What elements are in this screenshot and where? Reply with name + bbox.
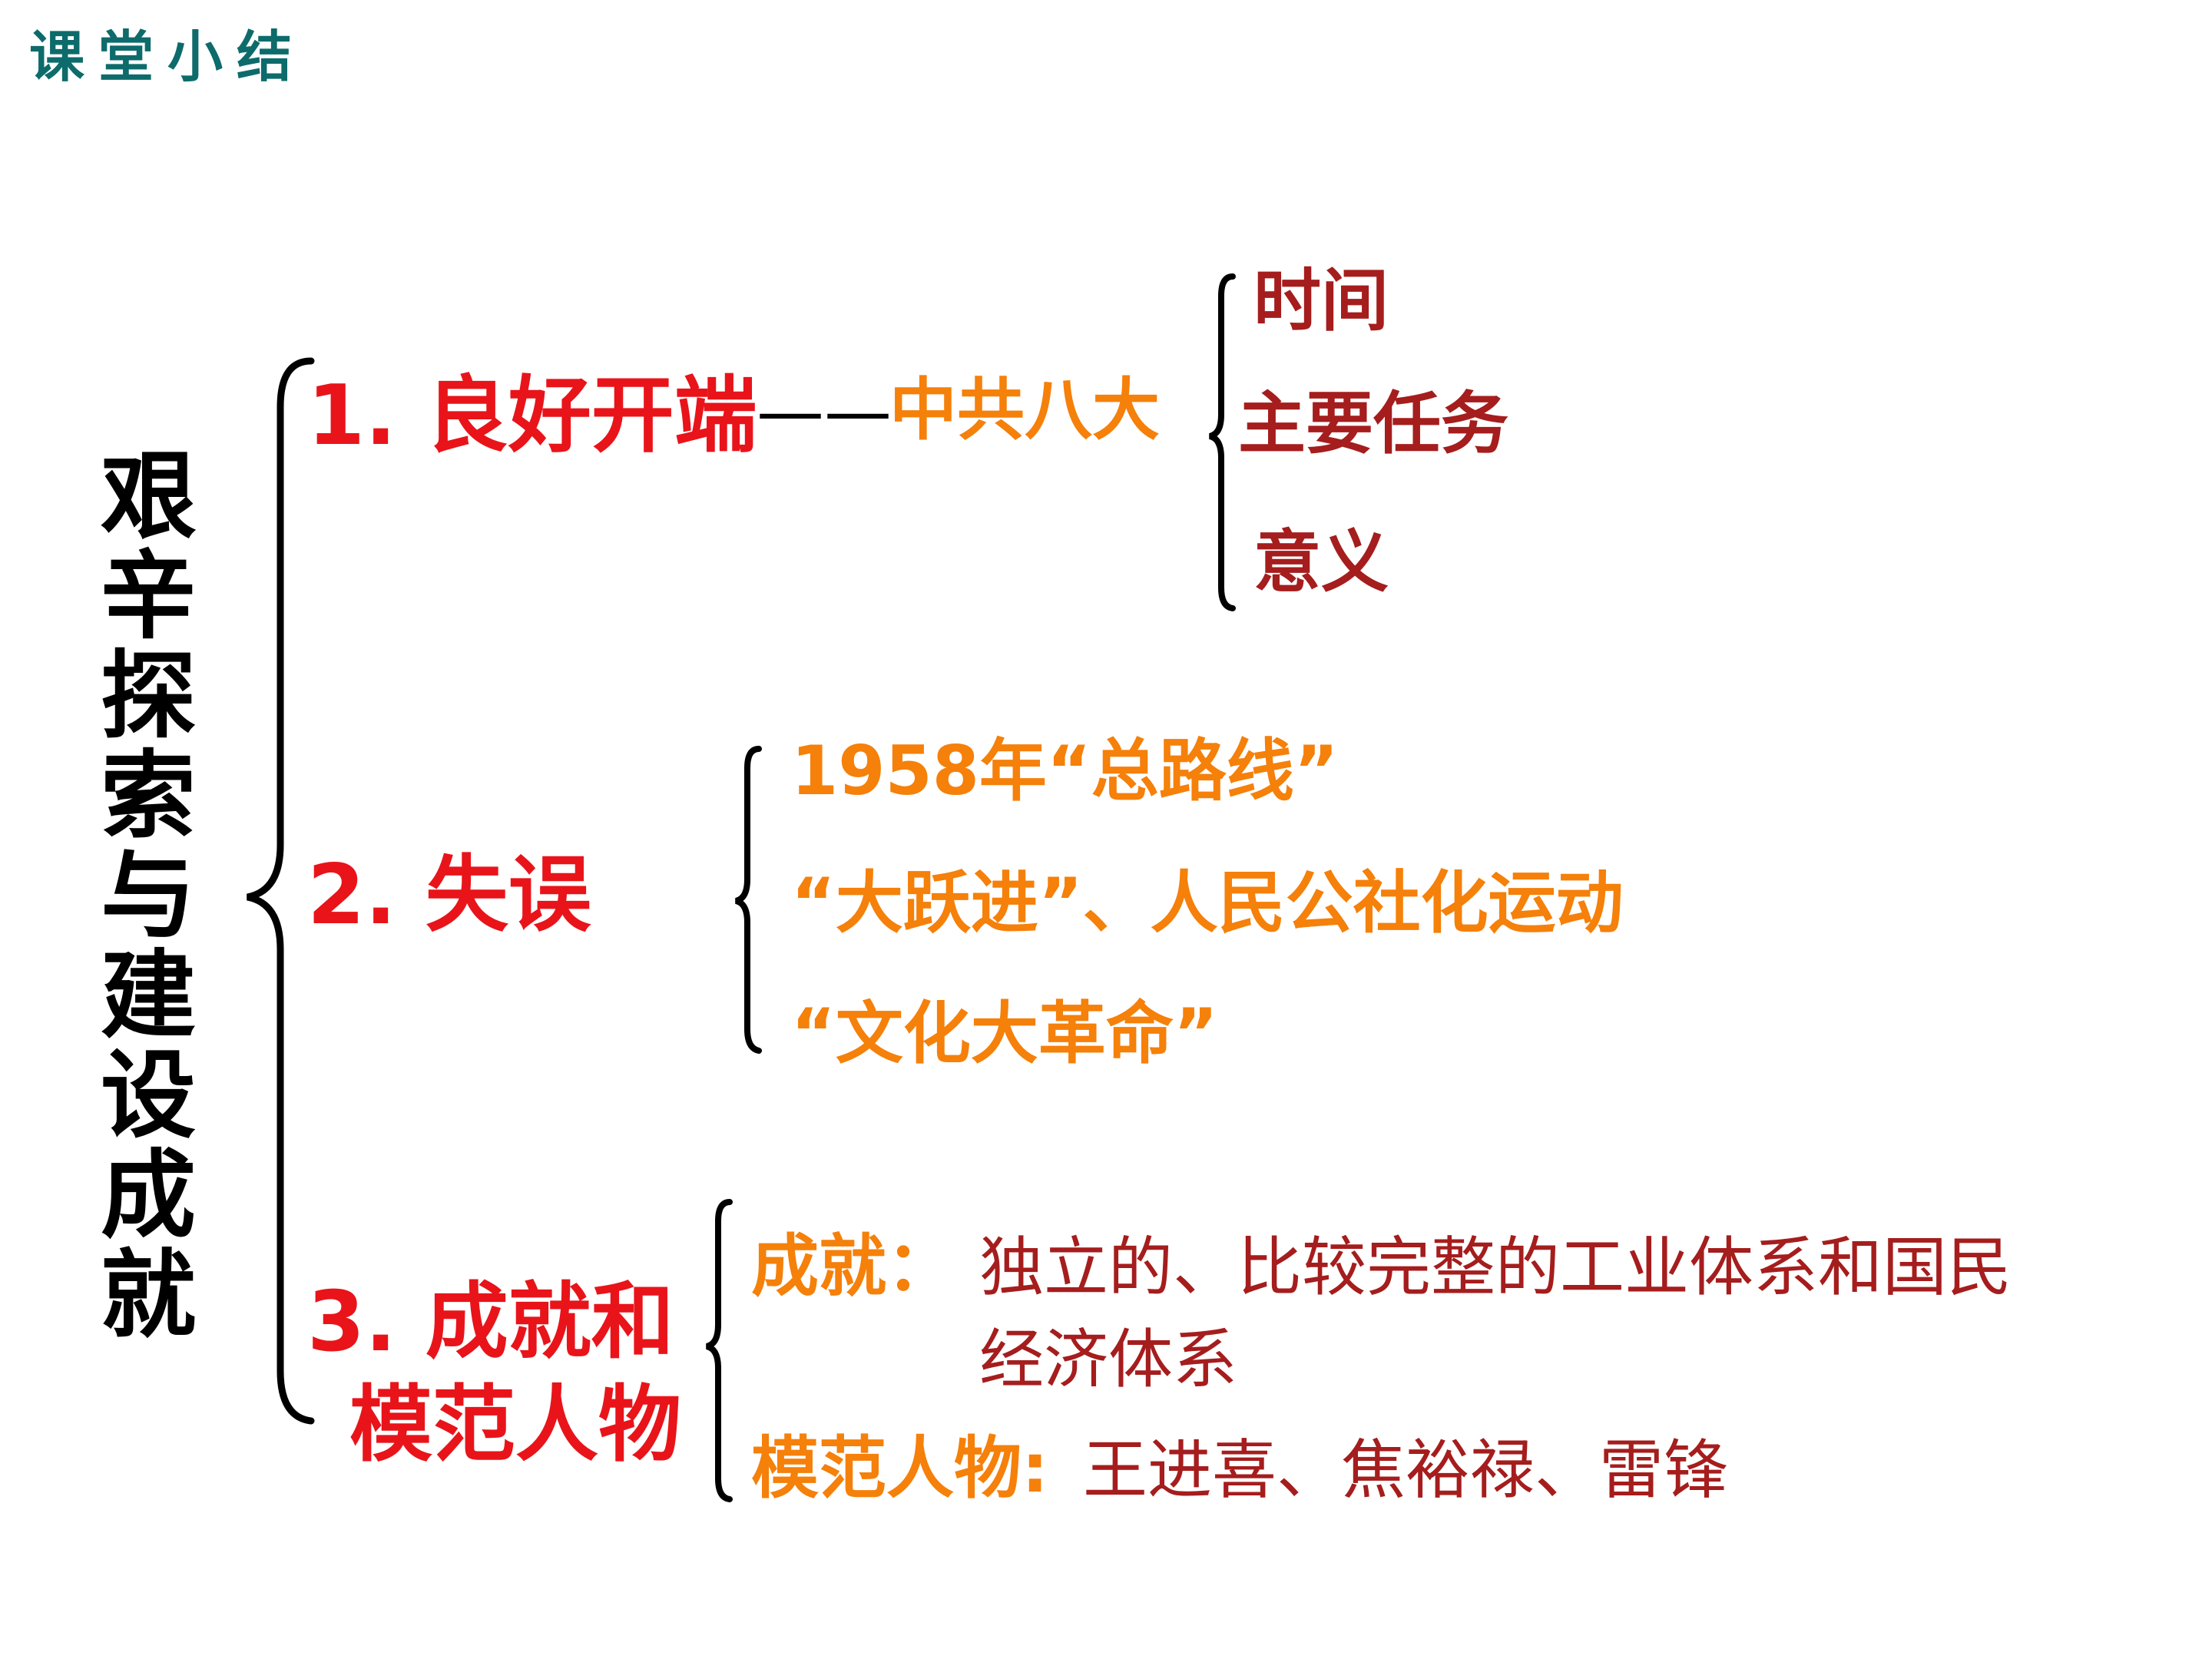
brace-branch2: [734, 746, 762, 1054]
branch3-achievement-key: 成就：: [751, 1227, 955, 1306]
branch3-achievement-line2: 经济体系: [979, 1322, 1238, 1397]
main-title: 艰辛探索与建设成就: [100, 442, 196, 1351]
branch1-item-time: 时间: [1253, 261, 1389, 340]
branch1-topic: 中共八大: [889, 370, 1161, 449]
branch3-achievement-line1: 独立的、比较完整的工业体系和国民: [979, 1230, 2012, 1305]
main-brace: [246, 357, 315, 1425]
branch3-label-line2: 模范人物: [349, 1377, 682, 1473]
branch3-model-key: 模范人物:: [751, 1429, 1049, 1508]
branch3-label-line1: 3. 成就和: [307, 1274, 674, 1370]
branch2-label: 2. 失误: [307, 847, 591, 943]
header-title: 课堂小结: [29, 25, 306, 89]
branch1-item-task: 主要任务: [1238, 384, 1509, 463]
branch1-item-meaning: 意义: [1253, 522, 1389, 601]
branch3-model-value: 王进喜、焦裕禄、雷锋: [1083, 1432, 1729, 1508]
branch2-item-cultural-revolution: “文化大革命”: [791, 994, 1218, 1073]
branch2-item-great-leap: “大跃进”、人民公社化运动: [791, 863, 1624, 942]
branch1-label: 1. 良好开端: [307, 368, 757, 464]
branch2-item-general-line: 1958年“总路线”: [791, 731, 1339, 810]
brace-branch3: [705, 1199, 733, 1502]
brace-branch1: [1208, 273, 1236, 611]
branch1-connector: ——: [757, 372, 892, 451]
